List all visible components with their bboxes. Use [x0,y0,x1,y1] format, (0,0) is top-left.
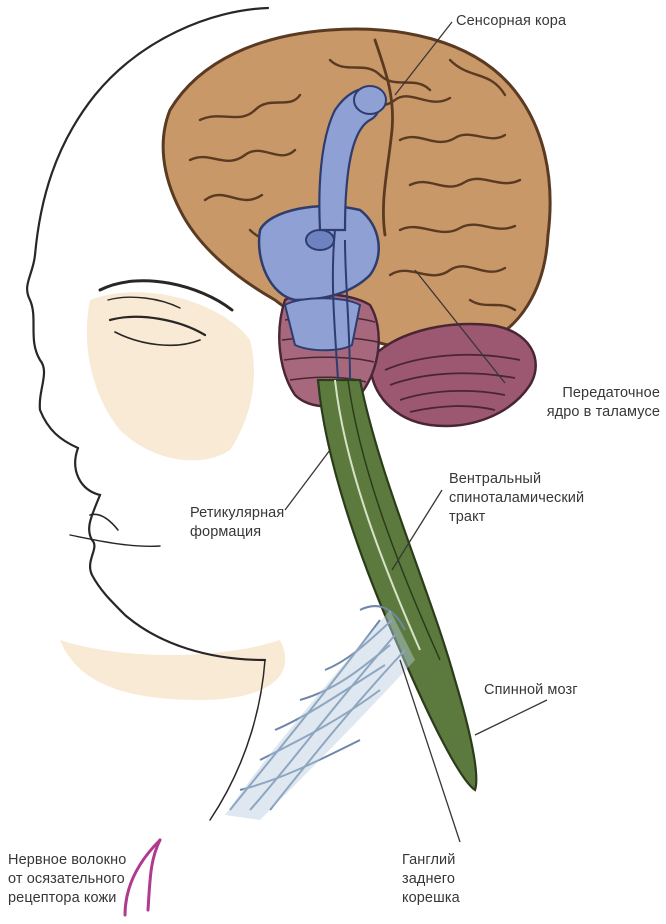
label-thalamus-relay: Передаточное ядро в таламусе [492,384,660,422]
label-sensory-cortex: Сенсорная кора [456,12,566,31]
label-reticular-formation: Ретикулярная формация [190,504,284,542]
label-ventral-spinothalamic-tract: Вентральный спиноталамический тракт [449,470,584,527]
nerve-fill [225,610,415,820]
skin-shading [60,292,285,700]
label-nerve-fiber: Нервное волокно от осязательного рецепто… [8,851,126,908]
label-dorsal-root-ganglion: Ганглий заднего корешка [402,851,460,908]
nerve-fiber [125,840,160,915]
label-spinal-cord: Спинной мозг [484,681,578,700]
